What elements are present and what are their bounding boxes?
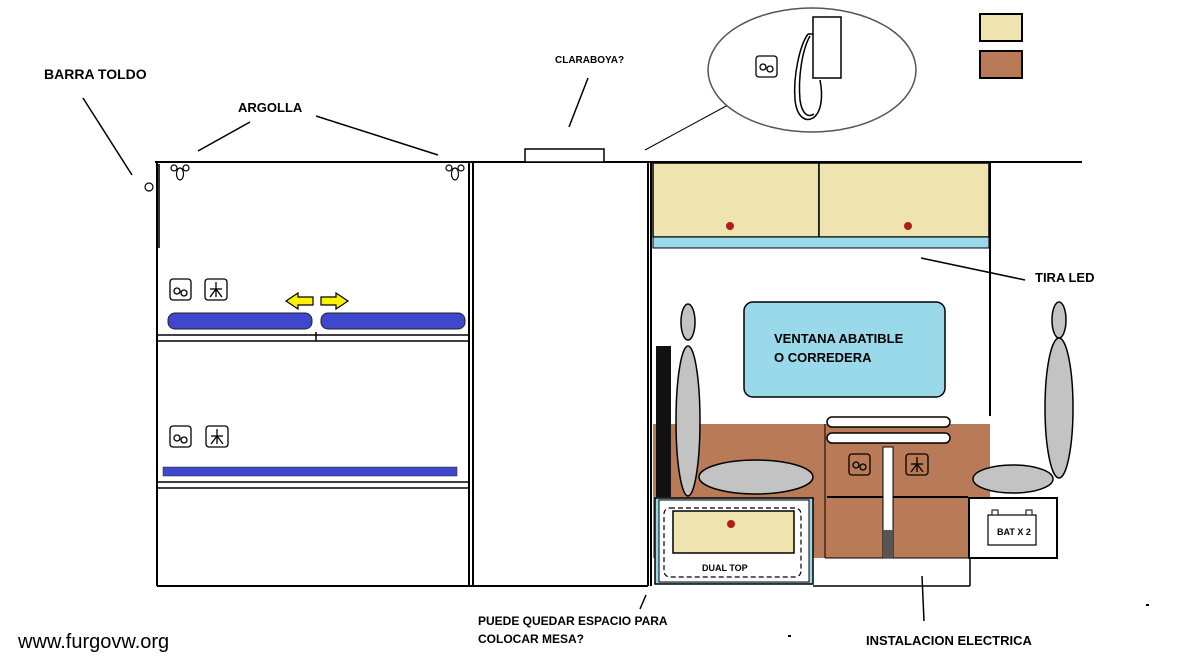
pointer-barra-toldo (82, 97, 133, 176)
shower-icon (793, 16, 842, 121)
led-strip (652, 236, 990, 249)
legend-swatch-cream (979, 13, 1023, 42)
door-section (647, 162, 652, 586)
label-tira-led: TIRA LED (1035, 270, 1094, 285)
pointer-claraboya (568, 77, 589, 128)
label-espacio-line2: COLOCAR MESA? (478, 632, 584, 646)
column-dark (656, 346, 671, 497)
socket-icon (169, 278, 192, 301)
pointer-argolla-left (197, 121, 251, 152)
skylight (524, 148, 605, 163)
upper-cabinet-right (818, 162, 990, 238)
pointer-shower-bubble (644, 104, 729, 151)
cabinet-knob (904, 222, 912, 230)
table-leg-base (883, 530, 893, 558)
table-top-lower (826, 432, 951, 444)
label-ventana-line1: VENTANA ABATIBLE (774, 331, 904, 346)
shower-detail-bubble (707, 7, 917, 133)
upper-mattress-left (167, 312, 313, 330)
upper-mattress-right (320, 312, 466, 330)
lower-mattress (162, 466, 458, 477)
window-panel (743, 301, 946, 398)
awning-bar-end (144, 182, 154, 192)
socket-icon (848, 453, 871, 476)
label-claraboya: CLARABOYA? (555, 55, 624, 66)
fridge-knob (727, 520, 735, 528)
battery-terminal (1025, 509, 1033, 516)
seat-back (675, 345, 701, 497)
label-espacio-line1: PUEDE QUEDAR ESPACIO PARA (478, 614, 668, 628)
battery-case (987, 514, 1037, 546)
label-ventana-line2: O CORREDERA (774, 350, 872, 365)
pointer-espacio (639, 594, 647, 610)
legend-swatch-brown (979, 50, 1023, 79)
seat-cushion (972, 464, 1054, 494)
battery-terminal (991, 509, 999, 516)
socket-icon (169, 425, 192, 448)
bed-module (156, 162, 648, 587)
pointer-tira-led (920, 257, 1026, 281)
label-barra-toldo: BARRA TOLDO (44, 66, 147, 82)
usb-icon (204, 278, 228, 301)
stray-mark (1146, 604, 1149, 606)
seat-headrest (680, 303, 696, 341)
label-dual-top: DUAL TOP (702, 563, 748, 573)
label-argolla: ARGOLLA (238, 100, 303, 115)
table-top (826, 416, 951, 428)
label-bat: BAT X 2 (997, 527, 1031, 537)
seat-back (1044, 337, 1074, 479)
socket-icon (755, 55, 778, 78)
pointer-instalacion (921, 575, 925, 622)
stray-mark (788, 635, 791, 637)
usb-icon (905, 453, 929, 476)
seat-headrest (1051, 301, 1067, 339)
fridge-lid (672, 510, 795, 554)
upper-cabinet-left (652, 162, 820, 238)
label-instalacion: INSTALACION ELECTRICA (866, 633, 1032, 648)
watermark: www.furgovw.org (17, 631, 169, 653)
usb-icon (205, 425, 229, 448)
hook-icon (170, 164, 465, 181)
seat-cushion (698, 459, 814, 495)
pointer-argolla-right (315, 115, 439, 156)
cabinet-knob (726, 222, 734, 230)
arrows-icon (284, 291, 350, 311)
fridge-outline (663, 507, 802, 578)
